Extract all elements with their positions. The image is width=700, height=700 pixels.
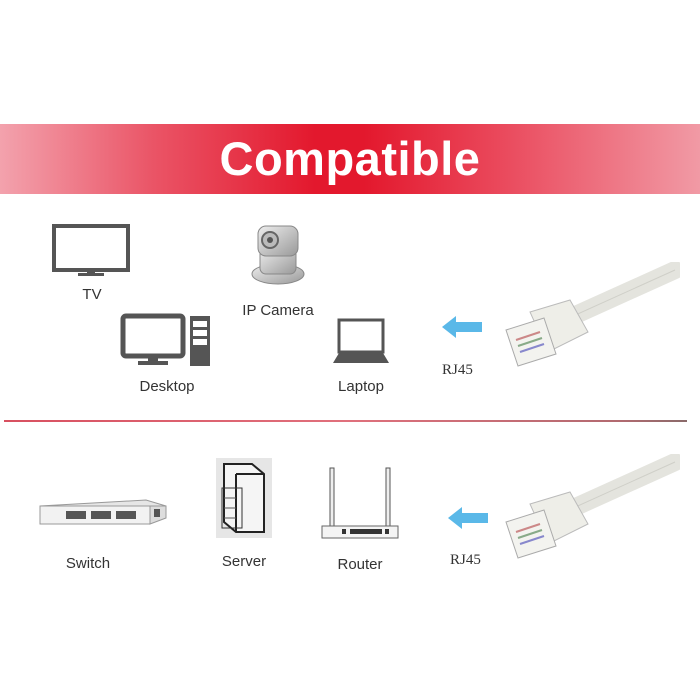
tv-label: TV <box>82 286 102 303</box>
arrow-left-icon <box>442 316 482 338</box>
laptop-icon <box>333 318 389 363</box>
server-icon <box>216 458 272 538</box>
ip-camera-icon <box>251 225 305 285</box>
ip-camera-label: IP Camera <box>242 302 314 319</box>
banner-title: Compatible <box>219 132 481 185</box>
rj45-cable-top <box>505 262 680 367</box>
switch-label: Switch <box>65 555 111 572</box>
router-label: Router <box>337 556 383 573</box>
tv-icon <box>52 224 130 276</box>
compatible-banner <box>0 124 700 194</box>
laptop-label: Laptop <box>338 378 384 395</box>
rj45-label-top: RJ45 <box>442 362 473 378</box>
arrow-left-icon <box>448 507 488 529</box>
section-divider <box>4 420 687 422</box>
switch-icon <box>39 499 167 525</box>
rj45-cable-bottom <box>505 454 680 559</box>
router-icon <box>321 467 399 539</box>
rj45-label-bottom: RJ45 <box>450 552 481 568</box>
desktop-icon <box>120 313 210 366</box>
desktop-label: Desktop <box>139 378 195 395</box>
server-label: Server <box>221 553 267 570</box>
